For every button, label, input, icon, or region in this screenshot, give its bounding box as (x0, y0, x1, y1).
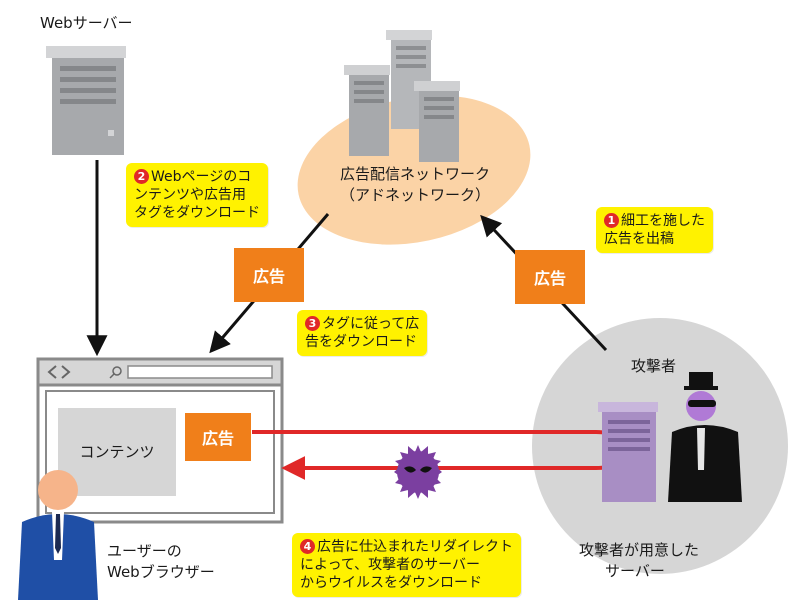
step-number-1: 1 (604, 213, 619, 228)
attacker-server-label: 攻撃者が用意した サーバー (579, 540, 699, 582)
callout-2-line2: ンテンツや広告用 (134, 187, 246, 203)
callout-4-line3: からウイルスをダウンロード (300, 575, 482, 591)
user-browser-label-line1: ユーザーの (107, 542, 182, 560)
callout-1-line2: 広告を出稿 (604, 231, 674, 247)
browser-content-label: コンテンツ (79, 443, 155, 461)
attacker-server-icon (598, 402, 658, 502)
callout-2-line1: Webページのコ (151, 169, 252, 185)
callout-2-line3: タグをダウンロード (134, 205, 260, 221)
attacker-figure-icon (668, 372, 742, 502)
callout-1-line1: 細工を施した (621, 213, 705, 229)
attacker-server-label-line2: サーバー (605, 562, 665, 580)
attacker-zone (532, 318, 788, 574)
callout-3-line2: 告をダウンロード (305, 334, 417, 350)
callout-4-line2: によって、攻撃者のサーバー (300, 557, 481, 573)
callout-4-line1: 広告に仕込まれたリダイレクト (317, 539, 513, 555)
ad-badge-right: 広告 (515, 250, 585, 304)
step-number-3: 3 (305, 316, 320, 331)
browser-content-area (58, 408, 176, 496)
browser-ad-box: 広告 (185, 413, 251, 461)
web-server-icon (46, 46, 126, 155)
browser-back-forward-icon (47, 365, 71, 379)
ad-network-label: 広告配信ネットワーク （アドネットワーク） (320, 164, 510, 206)
user-browser-label: ユーザーの Webブラウザー (107, 541, 215, 583)
virus-icon (394, 445, 442, 499)
browser-search-icon (109, 366, 122, 379)
web-server-label: Webサーバー (40, 14, 133, 32)
step-number-4: 4 (300, 539, 315, 554)
user-browser-label-line2: Webブラウザー (107, 563, 215, 581)
ad-network-label-line1: 広告配信ネットワーク (339, 165, 490, 183)
step-number-2: 2 (134, 169, 149, 184)
callout-3-line1: タグに従って広 (322, 316, 420, 332)
ad-badge-left: 広告 (234, 248, 304, 302)
ad-network-label-line2: （アドネットワーク） (339, 186, 490, 204)
attacker-label: 攻撃者 (631, 357, 677, 375)
attacker-server-label-line1: 攻撃者が用意した (579, 541, 700, 559)
ad-network-servers-icon (344, 30, 460, 162)
user-figure-icon (18, 470, 98, 600)
